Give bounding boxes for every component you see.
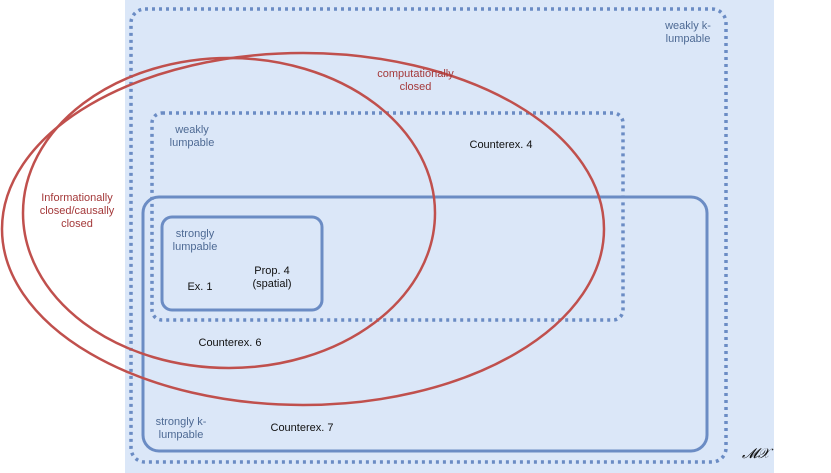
strongly-k-lumpable-label: strongly k-lumpable xyxy=(155,416,207,441)
mx-symbol: 𝓜𝒳 xyxy=(742,446,770,462)
counterex-6-label: Counterex. 6 xyxy=(198,337,262,349)
informationally-closed-set xyxy=(21,56,437,370)
computationally-closed-label: computationally closed xyxy=(377,68,454,93)
counterex-7-label: Counterex. 7 xyxy=(270,422,334,434)
strongly-lumpable-label: strongly lumpable xyxy=(172,228,218,253)
weakly-lumpable-label: weakly lumpable xyxy=(169,124,215,149)
counterex-4-label: Counterex. 4 xyxy=(469,139,533,151)
strongly-lumpable-set xyxy=(160,215,324,312)
mx-region xyxy=(125,0,774,473)
weakly-k-lumpable-label: weakly k-lumpable xyxy=(665,20,711,45)
ex-1-label: Ex. 1 xyxy=(187,281,213,293)
strongly-k-lumpable-set xyxy=(141,195,709,453)
prop-4-label: Prop. 4 (spatial) xyxy=(252,265,292,290)
computationally-closed-set xyxy=(0,51,606,407)
informationally-closed-label: Informationally closed/causally closed xyxy=(39,192,115,230)
